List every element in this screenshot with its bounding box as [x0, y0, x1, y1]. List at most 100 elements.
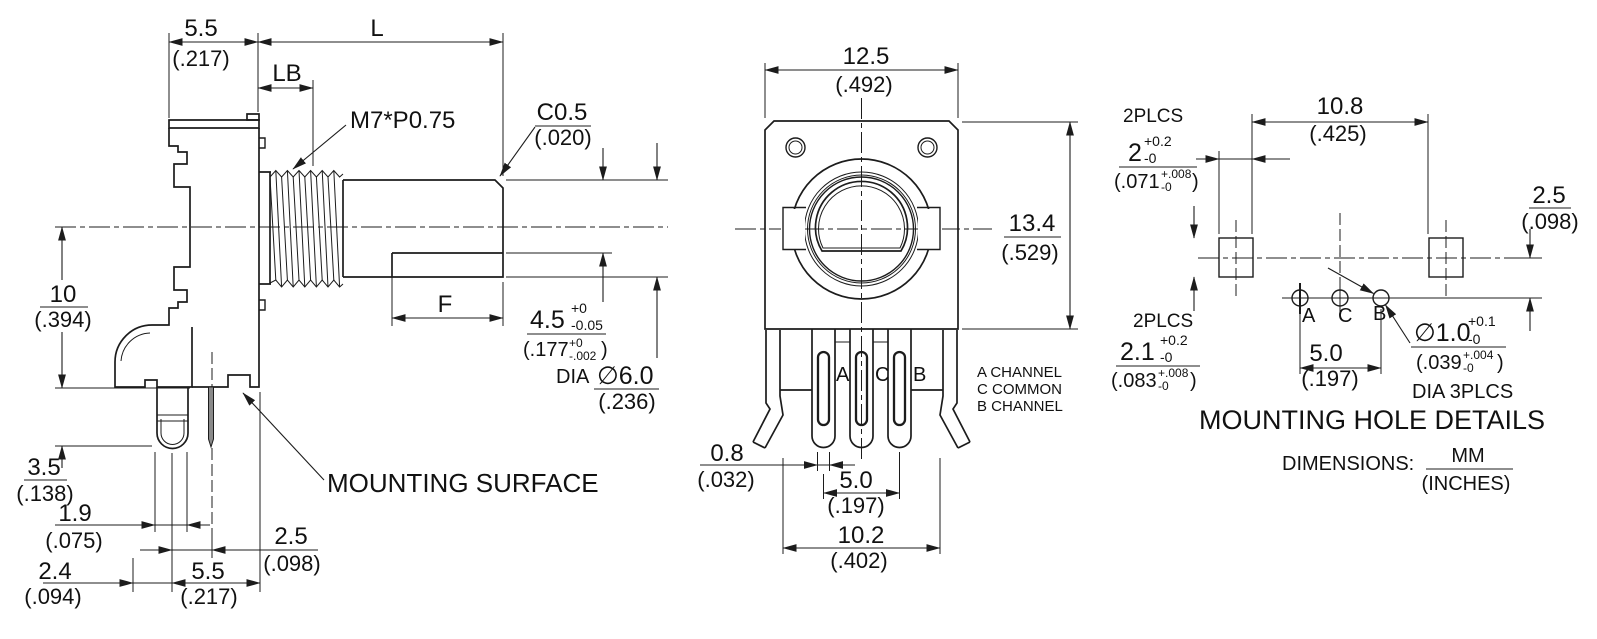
dim-slot-height-tol-minus: -0: [1160, 349, 1173, 365]
legend-c-common: C COMMON: [977, 381, 1062, 398]
pin-c-shroud: [849, 329, 874, 449]
front-rivet-holes: [785, 137, 938, 158]
hole-a-label: A: [1302, 305, 1316, 327]
dim-flat-inch-tol-plus: +0: [569, 336, 583, 350]
dim-slot-width-inch-tol-plus: +.008: [1161, 167, 1192, 181]
encoder-body-side: [114, 113, 266, 388]
dim-hole-dia-inch-tol-plus: +.004: [1463, 348, 1494, 362]
legend-b-channel: B CHANNEL: [977, 398, 1063, 415]
dim-chamfer-inch: (.020): [534, 125, 591, 150]
pin-holes: [1291, 283, 1390, 314]
pin-a-shroud: [811, 329, 836, 449]
dim-slot-height-inch-tol-minus: -0: [1158, 379, 1169, 393]
dim-slot-height-mm: 2.1: [1120, 338, 1155, 366]
dim-hole-span-inch: (.197): [1301, 366, 1358, 391]
hole-b-label: B: [1373, 303, 1386, 325]
thread-spec-leader: [292, 124, 347, 170]
dim-post-width-mm: 1.9: [58, 500, 91, 527]
dim-bottom-width-mm: 5.5: [191, 558, 224, 585]
dim-row-offset-inch: (.098): [1521, 209, 1578, 234]
dim-post-width-inch: (.075): [45, 528, 102, 553]
dim-pin-length-mm: 3.5: [27, 454, 60, 481]
dim-hole-dia-tol-plus: +0.1: [1468, 313, 1496, 329]
dim-height-inch: (.529): [1001, 240, 1058, 265]
dim-slot-pitch-inch: (.425): [1309, 121, 1366, 146]
dim-slot-pitch-mm: 10.8: [1317, 93, 1364, 120]
dim-slot-height-inch: (.083: [1111, 370, 1157, 392]
front-view: A C B A CHANNEL C COMMON B CHANNEL 12.5 …: [697, 43, 1078, 573]
dim-pin-span-inch: (.197): [827, 493, 884, 518]
dim-hole-dia-tol-minus: -0: [1468, 331, 1481, 347]
dim-hole-dia-inch-tol-minus: -0: [1463, 361, 1474, 375]
support-post: [156, 387, 189, 450]
dim-hole-dia-inch-close: ): [1497, 352, 1504, 374]
dim-flat-inch-tol-minus: -.002: [569, 349, 597, 363]
dim-leg-span-mm: 10.2: [838, 522, 885, 549]
dim-height-mm: 13.4: [1009, 210, 1056, 237]
dim-hole-dia-mm: ∅1.0: [1414, 319, 1471, 347]
dim-slot-width-mm: 2: [1128, 139, 1142, 167]
right-mounting-slot: [1428, 237, 1464, 278]
dim-flat-inch-close: ): [601, 339, 608, 361]
mounting-surface-label: MOUNTING SURFACE: [327, 468, 599, 498]
pin-b-slot: [892, 350, 907, 427]
right-mounting-leg: [939, 330, 971, 449]
left-mounting-slot: [1218, 237, 1254, 278]
dim-shaft-dia-inch: (.236): [598, 389, 655, 414]
dim-height-mm: 10: [50, 281, 77, 308]
mounting-surface-leader: [242, 392, 325, 481]
dim-chamfer-mm: C0.5: [537, 99, 588, 126]
dim-slot-height-inch-tol-plus: +.008: [1158, 366, 1189, 380]
dim-slot-width-tol-plus: +0.2: [1144, 133, 1172, 149]
pin-a-slot: [816, 350, 831, 427]
legend-a-channel: A CHANNEL: [977, 364, 1062, 381]
dim-pin-span-mm: 5.0: [839, 467, 872, 494]
dim-pin-offset-inch: (.098): [263, 551, 320, 576]
encoder-body-front: [764, 120, 959, 330]
dim-slot-height-tol-plus: +0.2: [1160, 332, 1188, 348]
side-view-dimensions: 5.5 (.217) L LB M7*P0.75 C0.5 (.020) 10 …: [16, 15, 668, 609]
front-pin-b-label: B: [913, 364, 926, 386]
left-mounting-leg: [752, 330, 784, 449]
dim-slot-width-inch-close: ): [1192, 171, 1199, 193]
right-key-notch: [917, 206, 941, 251]
dim-edge-offset-mm: 2.4: [38, 558, 71, 585]
dim-hole-dia-note: DIA 3PLCS: [1412, 381, 1513, 403]
view-title: MOUNTING HOLE DETAILS: [1199, 405, 1545, 435]
hole-c-label: C: [1338, 305, 1352, 327]
plcs-bottom-label: 2PLCS: [1133, 311, 1193, 332]
dim-flat-tol-plus: +0: [571, 300, 587, 316]
dim-flat-inch: (.177: [523, 339, 569, 361]
threaded-bushing: [259, 169, 344, 288]
dim-flat-mm: 4.5: [530, 306, 565, 334]
mounting-hole-details-view: A C B 2PLCS 2 +0.2 -0 (.071 +.: [1111, 93, 1579, 495]
dim-shaft-dia-mm: ∅6.0: [597, 362, 654, 390]
dim-shaft-dia-prefix: DIA: [556, 366, 590, 388]
dim-bushing-length-label: LB: [272, 60, 301, 87]
unit-mm: MM: [1451, 445, 1484, 467]
pin-c-slot: [854, 350, 869, 427]
dim-width-mm: 12.5: [843, 43, 890, 70]
hole-dia-leader: [1385, 304, 1411, 344]
dim-pin-width-mm: 0.8: [710, 440, 743, 467]
thread-spec-label: M7*P0.75: [350, 107, 455, 134]
dim-shaft-dia-group: DIA ∅6.0 (.236): [556, 362, 656, 414]
front-pin-c-label: C: [875, 364, 889, 386]
dim-shaft-length-label: L: [370, 15, 383, 42]
dim-flat-tol-minus: -0.05: [571, 317, 603, 333]
dim-pin-offset-mm: 2.5: [274, 523, 307, 550]
plcs-top-label: 2PLCS: [1123, 106, 1183, 127]
dimensions-label: DIMENSIONS:: [1282, 453, 1414, 475]
side-view: 5.5 (.217) L LB M7*P0.75 C0.5 (.020) 10 …: [16, 15, 668, 609]
dim-edge-offset-inch: (.094): [24, 584, 81, 609]
chamfer-leader: [499, 126, 536, 177]
front-pin-a-label: A: [836, 364, 850, 386]
pin-b-shroud: [887, 329, 912, 449]
mounting-view-dimensions: 2PLCS 2 +0.2 -0 (.071 +.008 -0 ) 10.8 (.…: [1111, 93, 1579, 470]
dim-pin-length-inch: (.138): [16, 481, 73, 506]
dim-hole-span-mm: 5.0: [1309, 340, 1342, 367]
dim-slot-height-inch-close: ): [1190, 370, 1197, 392]
